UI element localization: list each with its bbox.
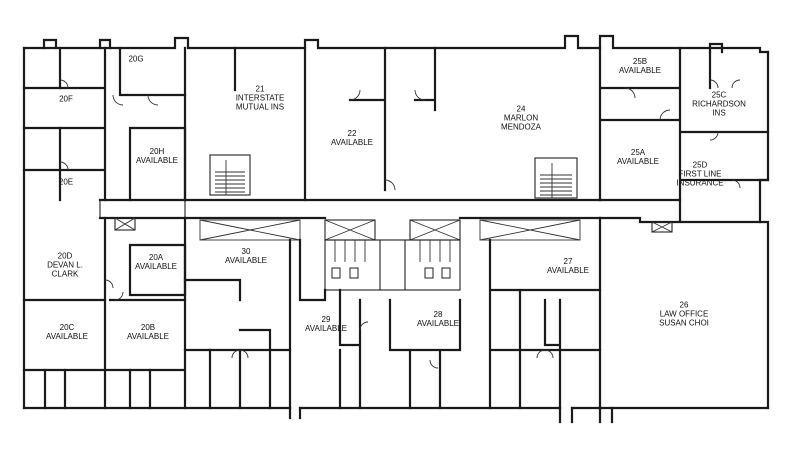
exterior-walls bbox=[22, 34, 770, 424]
room-label-20d: 20D DEVAN L. CLARK bbox=[47, 251, 83, 279]
room-label-25a: 25A AVAILABLE bbox=[617, 148, 659, 166]
room-label-27: 27 AVAILABLE bbox=[547, 257, 589, 275]
room-label-20e: 20E bbox=[58, 177, 74, 187]
door-swings bbox=[59, 79, 741, 369]
room-label-20h: 20H AVAILABLE bbox=[136, 147, 178, 165]
ceiling-markings bbox=[199, 219, 581, 241]
room-label-25b: 25B AVAILABLE bbox=[619, 57, 661, 75]
room-label-25d: 25D FIRST LINE INSURANCE bbox=[676, 160, 724, 188]
room-label-24: 24 MARLON MENDOZA bbox=[501, 104, 541, 132]
room-label-20f: 20F bbox=[59, 94, 73, 104]
room-label-26: 26 LAW OFFICE SUSAN CHOI bbox=[659, 300, 709, 328]
room-label-21: 21 INTERSTATE MUTUAL INS bbox=[235, 84, 285, 112]
core bbox=[114, 217, 673, 291]
room-label-25c: 25C RICHARDSON INS bbox=[692, 90, 746, 118]
room-label-29: 29 AVAILABLE bbox=[305, 315, 347, 333]
corridor-walls bbox=[98, 198, 762, 224]
room-label-28: 28 AVAILABLE bbox=[417, 310, 459, 328]
room-label-30: 30 AVAILABLE bbox=[225, 247, 267, 265]
room-label-22: 22 AVAILABLE bbox=[331, 129, 373, 147]
room-label-20a: 20A AVAILABLE bbox=[135, 253, 177, 271]
room-label-20c: 20C AVAILABLE bbox=[46, 323, 88, 341]
room-label-20g: 20G bbox=[128, 54, 144, 64]
stairs bbox=[209, 154, 578, 199]
south-wing-walls bbox=[22, 216, 602, 410]
room-label-20b: 20B AVAILABLE bbox=[127, 323, 169, 341]
north-wing-walls bbox=[22, 46, 770, 202]
